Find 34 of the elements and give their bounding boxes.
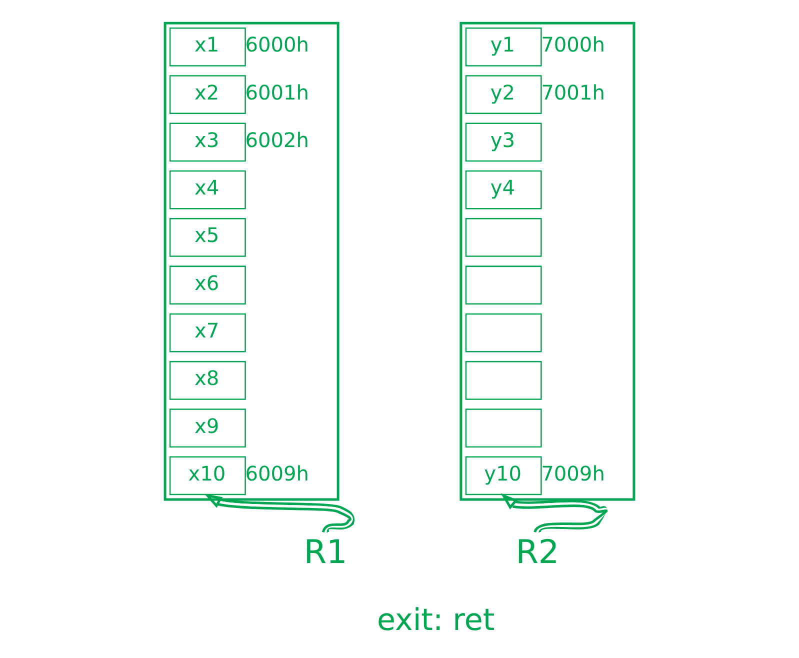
node-box: x5 xyxy=(169,218,246,257)
node-label: 7001h xyxy=(541,80,605,104)
arrow xyxy=(500,493,608,533)
node-label: 6002h xyxy=(245,128,310,152)
cluster xyxy=(460,22,636,501)
label: exit: ret xyxy=(377,603,495,638)
node-box: y1 xyxy=(465,27,542,66)
node-box: y10 xyxy=(465,456,542,496)
node-box xyxy=(465,408,542,448)
node-label: 7009h xyxy=(541,461,605,486)
node-text: R1 xyxy=(304,533,348,572)
node-box: y2 xyxy=(465,75,542,114)
node-box xyxy=(465,266,542,305)
node-label: 6001h xyxy=(245,80,310,104)
node-box xyxy=(465,360,542,400)
node-box xyxy=(465,313,542,352)
node-box: x3 xyxy=(169,122,246,162)
node-box: x7 xyxy=(169,313,246,352)
node-label: 7000h xyxy=(541,32,605,57)
node-label: 6000h xyxy=(245,32,310,57)
node-box: y3 xyxy=(465,122,542,162)
node-box: x8 xyxy=(169,360,246,400)
node-box: x9 xyxy=(169,408,246,448)
cluster xyxy=(164,22,340,501)
arrow xyxy=(204,494,354,533)
node-box: x10 xyxy=(169,456,246,496)
node-box xyxy=(465,218,542,257)
node-box: x1 xyxy=(169,27,246,66)
node-label: 6009h xyxy=(245,461,310,486)
node-box: x6 xyxy=(169,266,246,305)
node-box: x4 xyxy=(169,170,246,210)
node-box: y4 xyxy=(465,170,542,210)
node-text: R2 xyxy=(516,533,560,572)
node-box: x2 xyxy=(169,75,246,114)
